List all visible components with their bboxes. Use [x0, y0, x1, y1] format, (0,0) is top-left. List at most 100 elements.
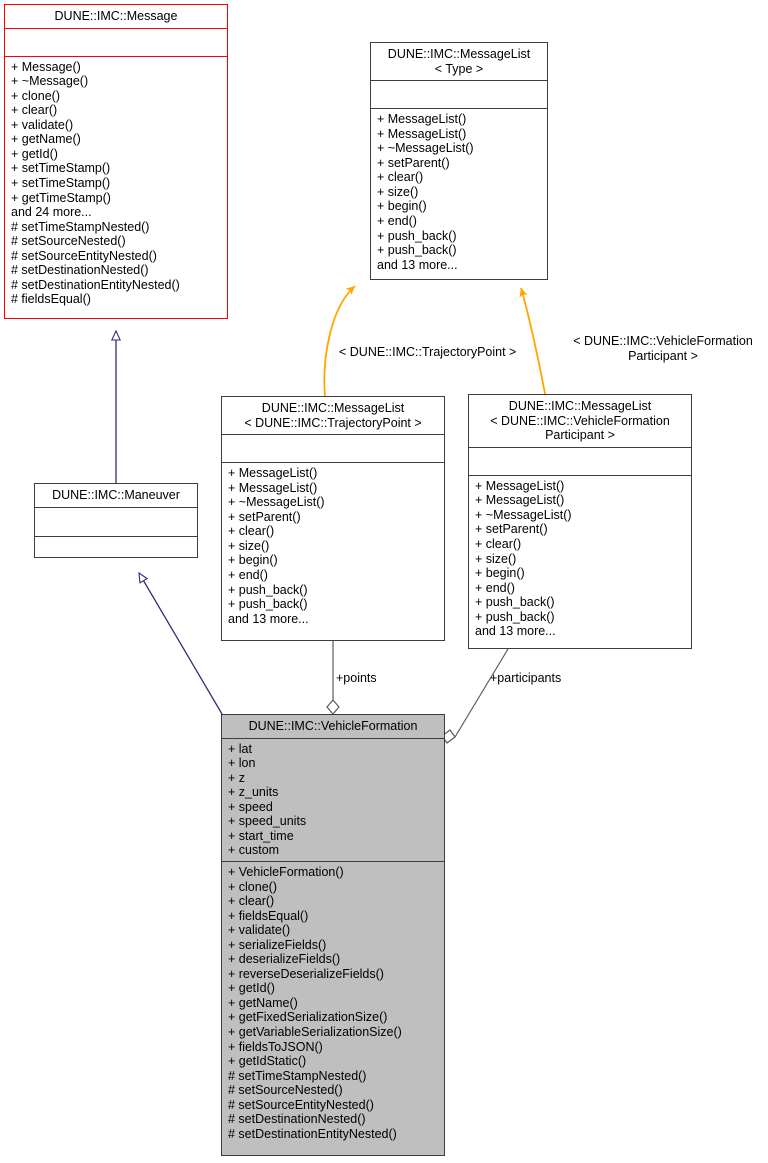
class-member-row: + start_time [228, 828, 294, 843]
class-member-row: + push_back() [475, 609, 555, 624]
compartment-separator [222, 434, 444, 436]
compartment-separator [469, 474, 691, 476]
compartment-separator [5, 27, 227, 29]
class-member-row: # setSourceNested() [228, 1083, 343, 1098]
class-member-row: + setParent() [377, 155, 450, 170]
class-member-row: + fieldsToJSON() [228, 1039, 323, 1054]
class-member-row: + clear() [377, 170, 424, 185]
class-member-row: and 13 more... [475, 624, 556, 639]
class-member-row: + getTimeStamp() [11, 190, 111, 205]
compartment-separator [35, 506, 197, 508]
class-member-row: + push_back() [228, 582, 308, 597]
class-box-messagelist-trajectorypoint[interactable]: DUNE::IMC::MessageList < DUNE::IMC::Traj… [221, 396, 445, 641]
class-box-message[interactable]: DUNE::IMC::Message + Message()+ ~Message… [4, 4, 228, 319]
class-member-row: + setTimeStamp() [11, 175, 111, 190]
class-member-row: and 24 more... [11, 205, 92, 220]
class-member-row: + getName() [228, 995, 298, 1010]
edge-label-template-participant: < DUNE::IMC::VehicleFormation Participan… [573, 334, 753, 363]
edge-template-binding-participant [519, 287, 546, 395]
class-member-row: + ~Message() [11, 74, 89, 89]
class-title-maneuver: DUNE::IMC::Maneuver [52, 488, 180, 502]
compartment-separator [35, 535, 197, 537]
class-member-row: + clear() [11, 103, 58, 118]
class-member-row: + end() [228, 568, 268, 583]
class-member-row: and 13 more... [377, 257, 458, 272]
class-member-row: + setTimeStamp() [11, 161, 111, 176]
class-attributes-messagelist-participant [469, 448, 691, 475]
class-operations-maneuver [35, 537, 197, 565]
class-member-row: + ~MessageList() [228, 495, 325, 510]
class-member-row: + getName() [11, 132, 81, 147]
class-member-row: + z_units [228, 785, 279, 800]
edge-vehicleformation-inherits-maneuver [139, 573, 223, 715]
class-operations-vehicleformation: + VehicleFormation()+ clone()+ clear()+ … [222, 862, 444, 1144]
class-operations-messagelist-type: + MessageList()+ MessageList()+ ~Message… [371, 109, 547, 275]
compartment-separator [222, 737, 444, 739]
class-member-row: + push_back() [228, 597, 308, 612]
compartment-separator [371, 80, 547, 82]
class-title-message: DUNE::IMC::Message [54, 9, 178, 23]
class-box-messagelist-type[interactable]: DUNE::IMC::MessageList < Type > + Messag… [370, 42, 548, 280]
class-box-maneuver[interactable]: DUNE::IMC::Maneuver [34, 483, 198, 558]
class-member-row: + push_back() [377, 228, 457, 243]
class-member-row: # setSourceEntityNested() [11, 248, 157, 263]
class-member-row: + end() [377, 214, 417, 229]
class-member-row: + Message() [11, 59, 81, 74]
class-member-row: + ~MessageList() [475, 507, 572, 522]
compartment-separator [469, 446, 691, 448]
class-attributes-messagelist-type [371, 81, 547, 108]
class-member-row: + size() [228, 538, 270, 553]
class-member-row: + speed [228, 799, 273, 814]
class-member-row: + push_back() [377, 243, 457, 258]
class-member-row: + speed_units [228, 814, 307, 829]
class-box-messagelist-participant[interactable]: DUNE::IMC::MessageList < DUNE::IMC::Vehi… [468, 394, 692, 649]
class-attributes-maneuver [35, 508, 197, 536]
class-member-row: + begin() [228, 553, 278, 568]
class-member-row: + clone() [228, 879, 277, 894]
compartment-separator [222, 462, 444, 464]
class-box-vehicleformation[interactable]: DUNE::IMC::VehicleFormation + lat+ lon+ … [221, 714, 445, 1156]
class-member-row: # setDestinationNested() [11, 263, 149, 278]
class-member-row: # setTimeStampNested() [11, 219, 150, 234]
class-member-row: + MessageList() [475, 478, 565, 493]
class-member-row: + clear() [228, 524, 275, 539]
class-member-row: + lat [228, 741, 252, 756]
class-operations-messagelist-trajectorypoint: + MessageList()+ MessageList()+ ~Message… [222, 463, 444, 629]
class-operations-messagelist-participant: + MessageList()+ MessageList()+ ~Message… [469, 476, 691, 642]
class-attributes-message [5, 29, 227, 56]
class-member-row: + serializeFields() [228, 937, 327, 952]
class-member-row: + getId() [11, 146, 58, 161]
class-member-row: + end() [475, 580, 515, 595]
class-member-row: + VehicleFormation() [228, 864, 344, 879]
class-title-vehicleformation: DUNE::IMC::VehicleFormation [248, 719, 418, 733]
class-member-row: + MessageList() [228, 480, 318, 495]
class-title-messagelist-trajectorypoint: DUNE::IMC::MessageList < DUNE::IMC::Traj… [244, 401, 422, 430]
class-member-row: + size() [475, 551, 517, 566]
class-member-row: + clear() [228, 894, 275, 909]
class-attributes-messagelist-trajectorypoint [222, 435, 444, 462]
class-member-row: + validate() [11, 117, 74, 132]
compartment-separator [5, 55, 227, 57]
class-member-row: # setSourceEntityNested() [228, 1097, 374, 1112]
class-member-row: + clear() [475, 536, 522, 551]
class-member-row: + getId() [228, 981, 275, 996]
edge-label-template-trajectorypoint: < DUNE::IMC::TrajectoryPoint > [339, 345, 517, 359]
class-member-row: + custom [228, 843, 280, 858]
class-member-row: + getIdStatic() [228, 1054, 307, 1069]
class-title-messagelist-type: DUNE::IMC::MessageList < Type > [387, 47, 531, 76]
class-member-row: + fieldsEqual() [228, 908, 309, 923]
class-member-row: # setSourceNested() [11, 234, 126, 249]
class-member-row: + push_back() [475, 595, 555, 610]
class-member-row: # setTimeStampNested() [228, 1068, 367, 1083]
class-member-row: + clone() [11, 88, 60, 103]
class-member-row: + z [228, 770, 246, 785]
class-attributes-vehicleformation: + lat+ lon+ z+ z_units+ speed+ speed_uni… [222, 739, 444, 861]
class-title-messagelist-participant: DUNE::IMC::MessageList < DUNE::IMC::Vehi… [490, 399, 670, 443]
class-member-row: + deserializeFields() [228, 952, 341, 967]
edge-template-binding-trajectorypoint [323, 285, 356, 397]
class-operations-message: + Message()+ ~Message()+ clone()+ clear(… [5, 57, 227, 310]
class-member-row: + setParent() [475, 522, 548, 537]
class-member-row: # setDestinationEntityNested() [11, 277, 180, 292]
class-member-row: # setDestinationEntityNested() [228, 1126, 397, 1141]
